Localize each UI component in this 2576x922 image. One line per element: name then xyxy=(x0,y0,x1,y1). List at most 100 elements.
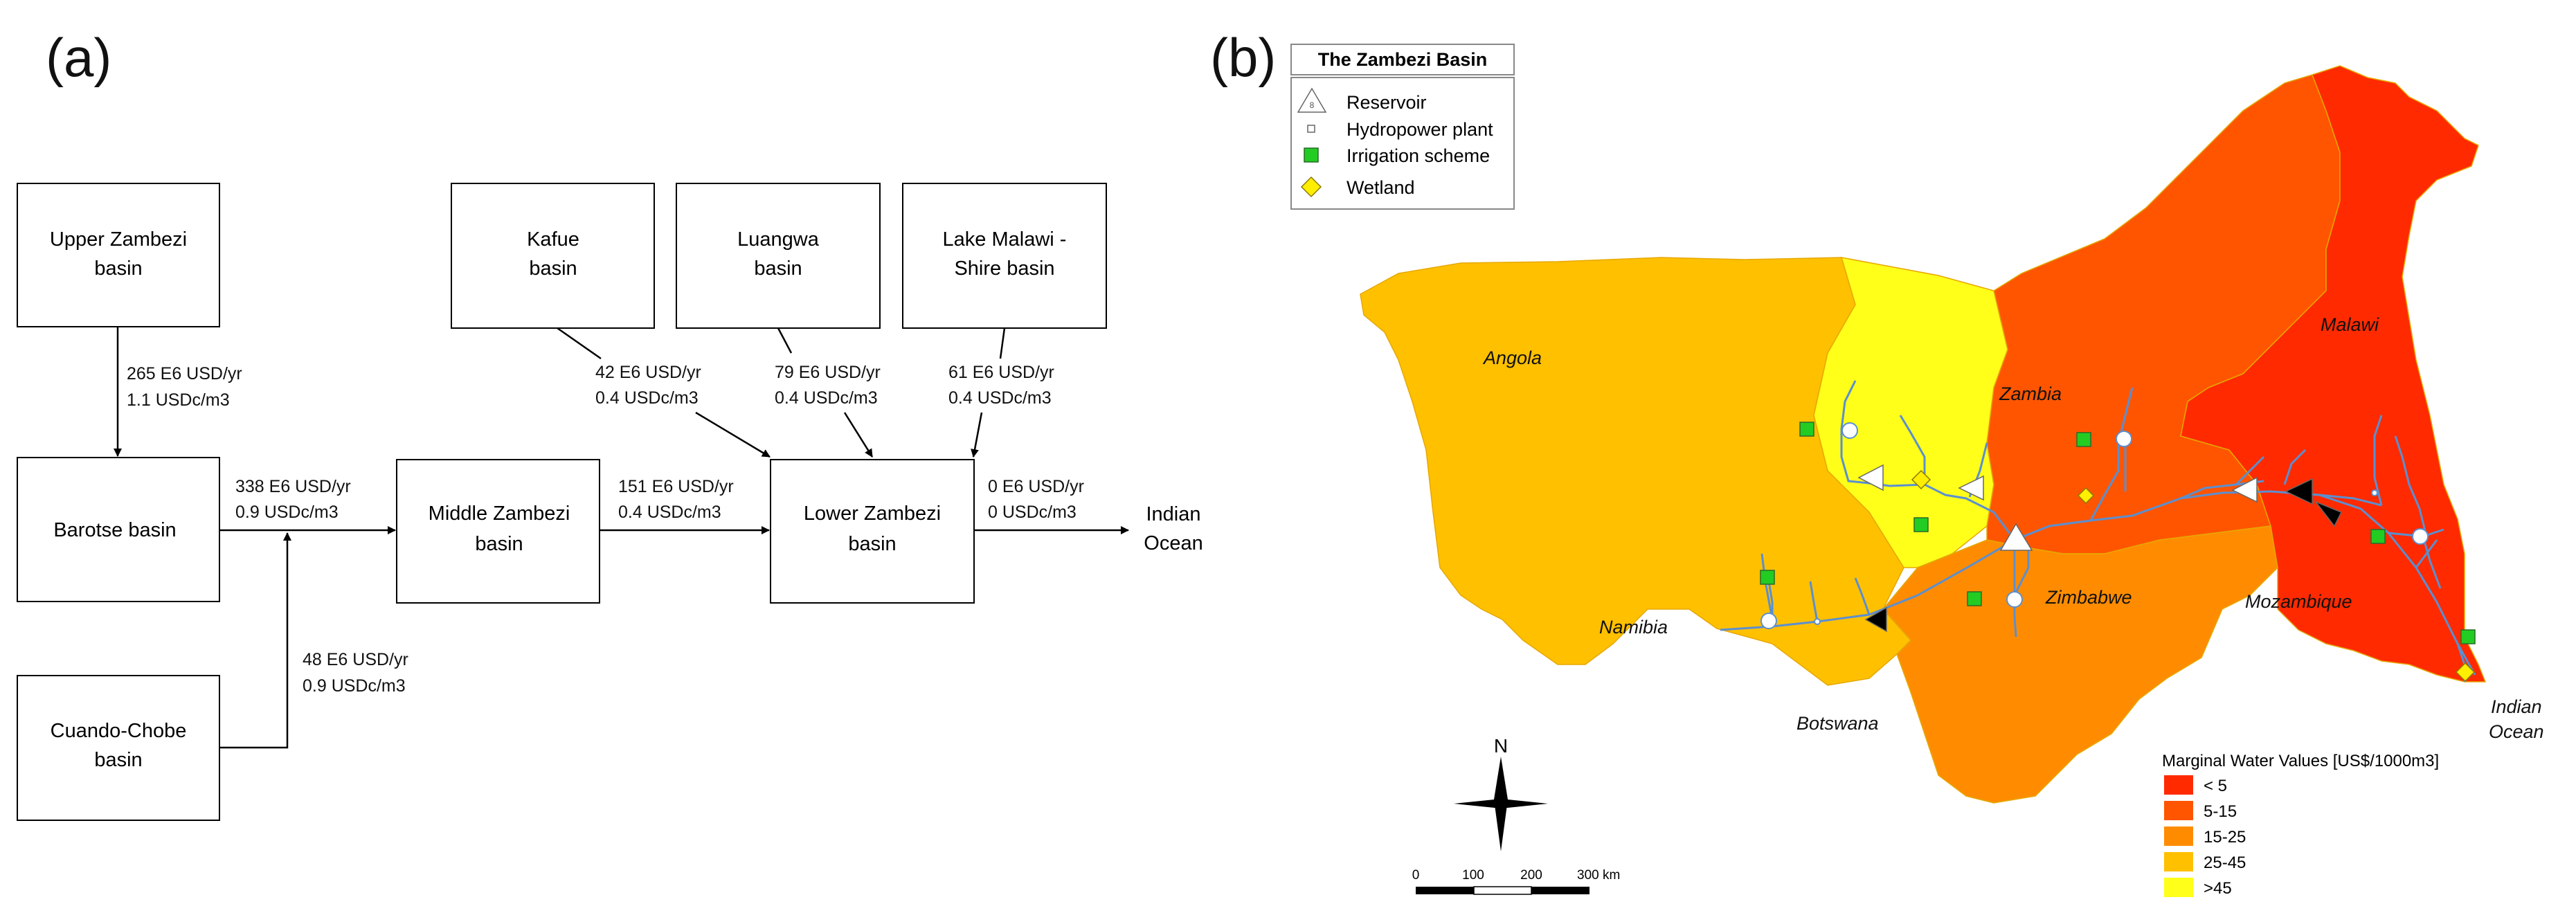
value-legend-swatch xyxy=(2164,878,2193,897)
hydropower-icon xyxy=(2006,591,2023,608)
label-indian-ocean-a: Indian Ocean xyxy=(1144,503,1203,554)
flow-barotse-middle-unit: 0.9 USDc/m3 xyxy=(235,503,339,522)
reservoir-icon xyxy=(2314,500,2343,527)
panel-b: (b) xyxy=(1210,27,2544,898)
value-legend-label: 5-15 xyxy=(2204,802,2237,821)
compass-icon xyxy=(1454,799,1548,808)
north-arrow: N xyxy=(1454,735,1548,851)
hydropower-icon xyxy=(2116,431,2132,447)
label-angola: Angola xyxy=(1482,347,1542,368)
box-kafue-line2: basin xyxy=(529,257,577,280)
flow-luangwa-value: 79 E6 USD/yr xyxy=(775,363,881,382)
hydropower-icon xyxy=(2412,528,2429,545)
value-legend-title: Marginal Water Values [US$/1000m3] xyxy=(2162,752,2439,770)
country-labels: Angola Zambia Malawi Namibia Zimbabwe Mo… xyxy=(1482,314,2544,742)
reservoir-icon xyxy=(2285,478,2313,505)
svg-text:8: 8 xyxy=(1310,100,1315,110)
hydropower-markers xyxy=(1760,422,2429,629)
region-lower-zambezi xyxy=(2180,65,2487,683)
panel-b-label: (b) xyxy=(1210,27,1276,88)
box-middle-zambezi-line1: Middle Zambezi xyxy=(429,503,570,525)
flow-barotse-middle-value: 338 E6 USD/yr xyxy=(235,477,351,496)
scale-bar: 0 100 200 300 km xyxy=(1412,868,1620,895)
irrigation-icon xyxy=(2370,529,2386,544)
value-legend-label: >45 xyxy=(2204,879,2232,898)
flow-labels: 265 E6 USD/yr 1.1 USDc/m3 338 E6 USD/yr … xyxy=(127,363,1084,696)
box-middle-zambezi: Middle Zambezi basin xyxy=(396,459,600,604)
hydropower-icon xyxy=(1307,125,1315,133)
label-botswana: Botswana xyxy=(1796,713,1879,734)
box-barotse: Barotse basin xyxy=(17,457,220,602)
panel-a: (a) Upper Zambezi basin Barotse basin Cu… xyxy=(17,27,1203,821)
arrow-malawi-lower-a xyxy=(999,327,1006,359)
label-malawi: Malawi xyxy=(2321,314,2379,335)
irrigation-icon xyxy=(1913,517,1929,532)
box-upper-zambezi-line2: basin xyxy=(94,257,142,280)
value-legend: Marginal Water Values [US$/1000m3] < 55-… xyxy=(2162,752,2439,898)
box-barotse-line1: Barotse basin xyxy=(53,519,176,541)
value-legend-label: 25-45 xyxy=(2204,853,2246,872)
arrow-cuando-join xyxy=(219,532,291,749)
arrow-luangwa-lower-b xyxy=(843,412,874,458)
box-lower-zambezi: Lower Zambezi basin xyxy=(770,459,975,604)
irrigation-markers xyxy=(1760,422,2476,644)
hydropower-icon xyxy=(1841,422,1858,439)
legend-wetland: Wetland xyxy=(1346,177,1415,198)
flow-upper-barotse-unit: 1.1 USDc/m3 xyxy=(127,390,230,410)
wetland-icon xyxy=(1911,469,1931,490)
panel-a-label: (a) xyxy=(46,27,111,88)
label-ocean: Ocean xyxy=(2489,721,2544,742)
box-luangwa-line2: basin xyxy=(754,257,802,280)
box-kafue-line1: Kafue xyxy=(527,228,579,251)
box-lower-zambezi-line2: basin xyxy=(848,533,896,555)
hydropower-icon xyxy=(2371,489,2378,496)
reservoir-icon xyxy=(1958,475,1984,501)
flow-malawi-unit: 0.4 USDc/m3 xyxy=(948,388,1052,408)
flow-lower-ocean-unit: 0 USDc/m3 xyxy=(988,503,1077,522)
label-indian: Indian xyxy=(2491,696,2542,717)
flow-kafue-value: 42 E6 USD/yr xyxy=(595,363,701,382)
arrow-kafue-lower-b xyxy=(695,411,771,458)
box-middle-zambezi-line2: basin xyxy=(475,533,523,555)
label-mozambique: Mozambique xyxy=(2245,591,2352,612)
irrigation-icon xyxy=(1967,591,1982,606)
reservoir-markers xyxy=(1857,464,2343,633)
irrigation-icon xyxy=(1799,422,1814,437)
reservoir-icon xyxy=(1999,523,2033,551)
ocean-a-line2: Ocean xyxy=(1144,532,1203,554)
legend-reservoir: Reservoir xyxy=(1346,92,1427,113)
reservoir-icon xyxy=(1857,464,1884,491)
wetland-icon xyxy=(2455,662,2476,683)
flow-luangwa-unit: 0.4 USDc/m3 xyxy=(775,388,878,408)
value-legend-swatch xyxy=(2164,801,2193,820)
flow-middle-lower-unit: 0.4 USDc/m3 xyxy=(618,503,721,522)
north-label: N xyxy=(1494,735,1508,757)
flow-upper-barotse-value: 265 E6 USD/yr xyxy=(127,364,242,383)
basin-map xyxy=(1360,65,2487,804)
ocean-a-line1: Indian xyxy=(1146,503,1200,525)
value-legend-swatch xyxy=(2164,826,2193,846)
flow-arrows xyxy=(114,327,1129,749)
arrow-malawi-lower-b xyxy=(971,412,983,458)
box-cuando-chobe-line1: Cuando-Chobe xyxy=(51,720,187,742)
flow-cuando-value: 48 E6 USD/yr xyxy=(303,650,408,669)
legend-hydropower: Hydropower plant xyxy=(1346,119,1493,140)
box-lake-malawi-line1: Lake Malawi - xyxy=(943,228,1067,251)
hydropower-icon xyxy=(1760,613,1777,629)
arrow-luangwa-lower-a xyxy=(777,327,793,354)
box-upper-zambezi: Upper Zambezi basin xyxy=(17,183,220,327)
wetland-icon xyxy=(1300,176,1322,198)
scale-200: 200 xyxy=(1520,868,1542,883)
flow-kafue-unit: 0.4 USDc/m3 xyxy=(595,388,699,408)
flow-middle-lower-value: 151 E6 USD/yr xyxy=(618,477,734,496)
arrow-kafue-lower-a xyxy=(557,327,602,360)
flow-malawi-value: 61 E6 USD/yr xyxy=(948,363,1054,382)
wetland-icon xyxy=(2077,487,2095,505)
legend-title: The Zambezi Basin xyxy=(1318,49,1488,70)
box-luangwa: Luangwa basin xyxy=(676,183,881,329)
label-zambia: Zambia xyxy=(1999,383,2062,404)
hydropower-icon xyxy=(1814,618,1821,625)
river-network xyxy=(1720,380,2476,682)
